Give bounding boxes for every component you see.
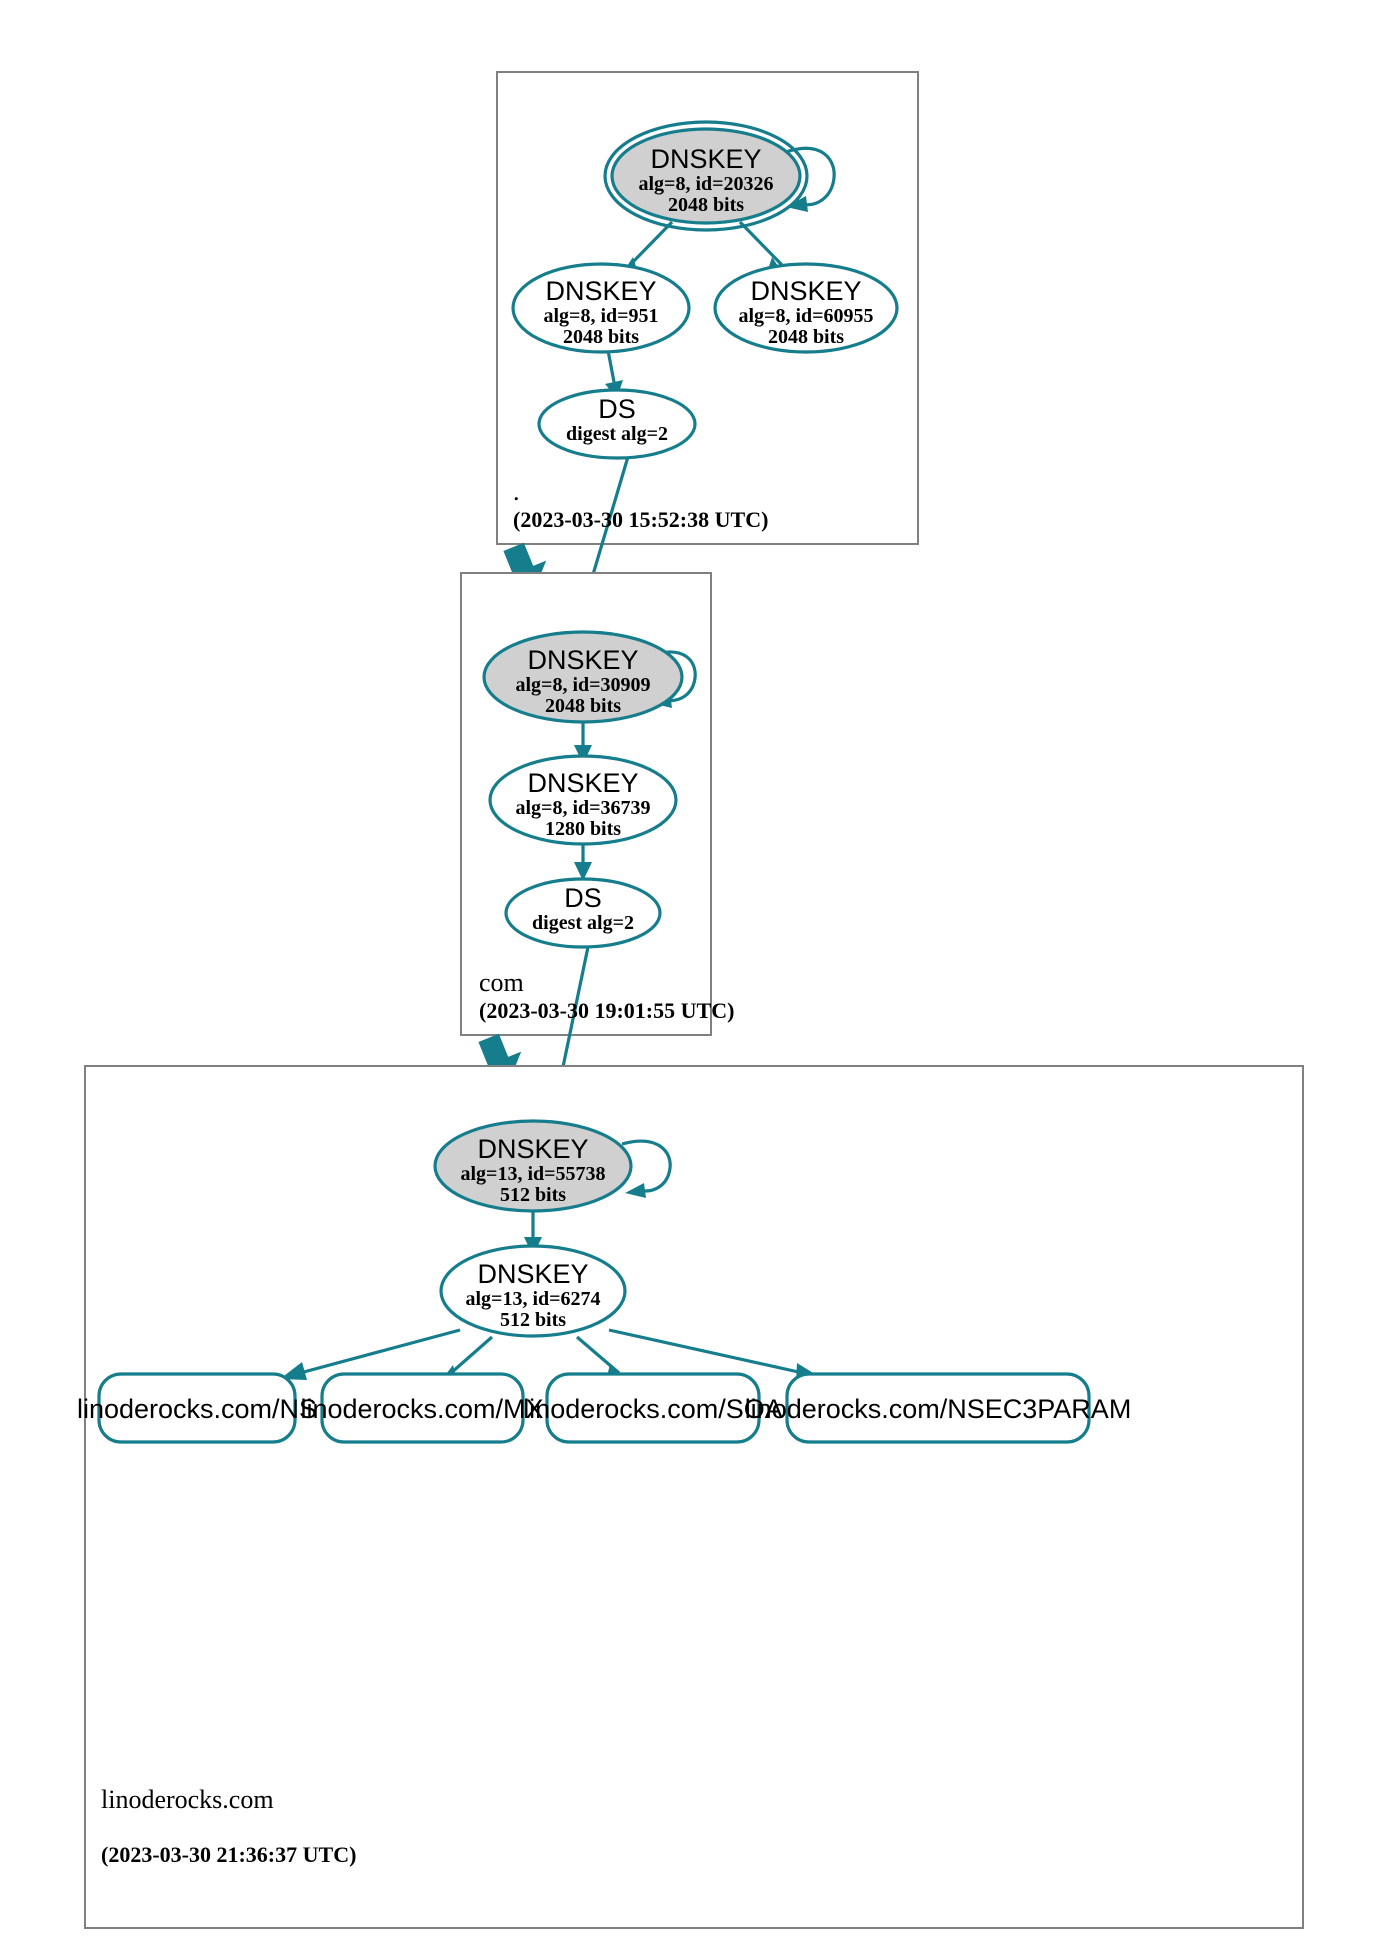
rrset-soa[interactable]: linoderocks.com/SOA	[523, 1372, 783, 1444]
node-title: DNSKEY	[527, 768, 638, 798]
zone-timestamp-linoderocks: (2023-03-30 21:36:37 UTC)	[101, 1842, 356, 1867]
node-title: DNSKEY	[750, 276, 861, 306]
node-line2: alg=13, id=6274	[465, 1288, 600, 1310]
zone-box-linoderocks	[84, 1065, 1304, 1929]
edge-root-ksk-selfsign	[785, 146, 836, 212]
rrset-label: linoderocks.com/NS	[77, 1394, 317, 1424]
zone-label-root: .	[513, 477, 520, 506]
node-line3: 512 bits	[500, 1184, 566, 1206]
node-title: DNSKEY	[545, 276, 656, 306]
node-title: DNSKEY	[477, 1259, 588, 1289]
rrset-nsec3param[interactable]: linoderocks.com/NSEC3PARAM	[745, 1372, 1132, 1444]
rrset-label: linoderocks.com/NSEC3PARAM	[745, 1394, 1132, 1424]
node-title: DS	[564, 883, 602, 913]
node-line3: 512 bits	[500, 1309, 566, 1331]
node-line3: 2048 bits	[768, 326, 844, 348]
node-title: DNSKEY	[477, 1134, 588, 1164]
node-lr-dnskey-6274[interactable]: DNSKEY alg=13, id=6274 512 bits	[439, 1244, 627, 1338]
edge-com-zsk-to-ds	[574, 843, 592, 881]
node-lr-dnskey-55738[interactable]: DNSKEY alg=13, id=55738 512 bits	[433, 1119, 633, 1213]
node-line3: 1280 bits	[545, 818, 621, 840]
node-com-ds[interactable]: DS digest alg=2	[504, 877, 662, 949]
node-title: DS	[598, 394, 636, 424]
node-com-dnskey-36739[interactable]: DNSKEY alg=8, id=36739 1280 bits	[488, 754, 678, 846]
node-line3: 2048 bits	[545, 695, 621, 717]
node-title: DNSKEY	[650, 144, 761, 174]
node-line2: digest alg=2	[532, 912, 634, 934]
zone-label-com: com	[479, 968, 524, 997]
rrset-label: linoderocks.com/SOA	[523, 1394, 783, 1424]
node-title: DNSKEY	[527, 645, 638, 675]
node-line2: alg=8, id=36739	[515, 797, 650, 819]
node-line2: alg=8, id=30909	[515, 674, 650, 696]
node-line3: 2048 bits	[563, 326, 639, 348]
rrset-ns[interactable]: linoderocks.com/NS	[77, 1372, 317, 1444]
node-root-dnskey-20326[interactable]: DNSKEY alg=8, id=20326 2048 bits	[603, 120, 809, 232]
edge-lr-ksk-selfsign	[621, 1139, 672, 1198]
zone-label-linoderocks: linoderocks.com	[101, 1785, 274, 1814]
rrset-mx[interactable]: linoderocks.com/MX	[300, 1372, 544, 1444]
node-root-dnskey-60955[interactable]: DNSKEY alg=8, id=60955 2048 bits	[713, 262, 899, 354]
zone-timestamp-root: (2023-03-30 15:52:38 UTC)	[513, 507, 768, 532]
node-line2: alg=13, id=55738	[460, 1163, 605, 1185]
node-com-dnskey-30909[interactable]: DNSKEY alg=8, id=30909 2048 bits	[482, 630, 684, 724]
zone-timestamp-com: (2023-03-30 19:01:55 UTC)	[479, 998, 734, 1023]
node-root-ds[interactable]: DS digest alg=2	[537, 388, 697, 460]
rrset-label: linoderocks.com/MX	[300, 1394, 543, 1424]
node-line2: alg=8, id=951	[543, 305, 658, 327]
node-line2: alg=8, id=20326	[638, 173, 773, 195]
node-line2: alg=8, id=60955	[738, 305, 873, 327]
edge-lr-zsk-to-ns	[280, 1328, 461, 1380]
node-root-dnskey-951[interactable]: DNSKEY alg=8, id=951 2048 bits	[511, 262, 691, 354]
node-line2: digest alg=2	[566, 423, 668, 445]
node-line3: 2048 bits	[668, 194, 744, 216]
